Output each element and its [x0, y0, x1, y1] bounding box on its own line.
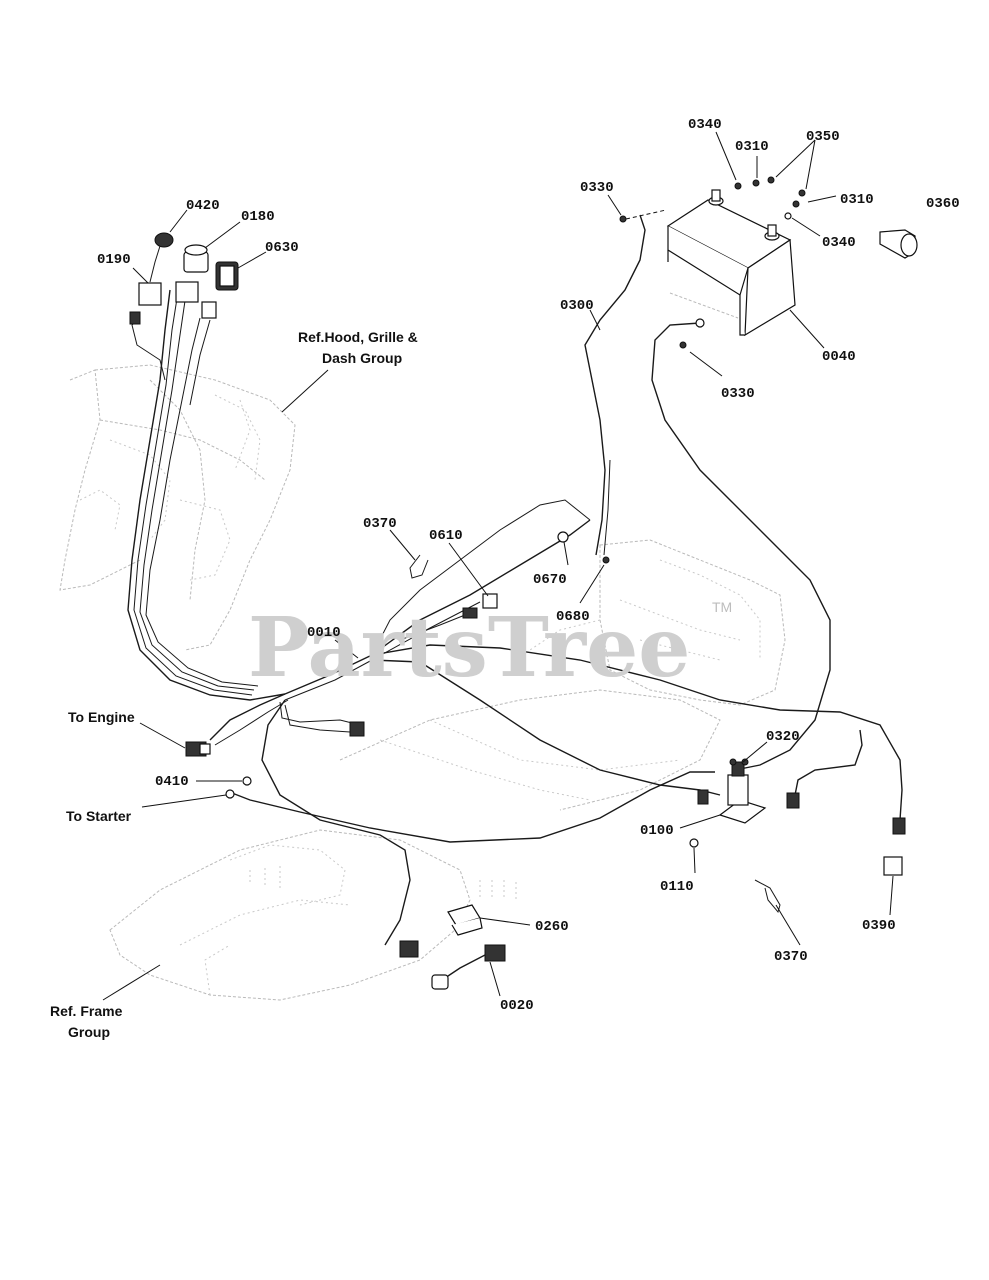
terminal-boot-0360 — [879, 229, 918, 259]
part-label-0420: 0420 — [186, 198, 220, 214]
part-label-0370-right: 0370 — [774, 949, 808, 965]
part-label-0670: 0670 — [533, 572, 567, 588]
part-label-0310-top: 0310 — [735, 139, 769, 155]
part-labels: 0340 0310 0350 0330 0310 0360 0340 0420 … — [97, 117, 960, 1014]
ref-dash-group-outline — [59, 364, 296, 651]
part-label-0370-left: 0370 — [363, 516, 397, 532]
battery-hardware — [619, 176, 806, 349]
part-label-0340-right: 0340 — [822, 235, 856, 251]
part-label-0320: 0320 — [766, 729, 800, 745]
part-label-0330-top: 0330 — [580, 180, 614, 196]
to-engine-label: To Engine — [68, 709, 135, 725]
battery-0040 — [666, 189, 796, 337]
ref-hood-label-line2: Dash Group — [322, 350, 402, 366]
dash-components — [129, 232, 239, 381]
ref-frame-label-line2: Group — [68, 1024, 110, 1040]
part-label-0610: 0610 — [429, 528, 463, 544]
ref-engine-outline — [529, 539, 786, 706]
part-label-0340-top: 0340 — [688, 117, 722, 133]
ref-frame-label-line1: Ref. Frame — [50, 1003, 123, 1019]
connectors — [185, 531, 906, 990]
ref-frame-group-outline — [109, 689, 721, 1001]
leader-lines — [102, 131, 894, 1001]
part-label-0630: 0630 — [265, 240, 299, 256]
part-label-0410: 0410 — [155, 774, 189, 790]
part-label-0040: 0040 — [822, 349, 856, 365]
part-label-0020: 0020 — [500, 998, 534, 1014]
part-label-0330-mid: 0330 — [721, 386, 755, 402]
watermark-text: PartsTree — [248, 600, 690, 696]
part-label-0390: 0390 — [862, 918, 896, 934]
wiring-harness-0010 — [127, 214, 903, 946]
part-label-0110: 0110 — [660, 879, 694, 895]
part-label-0300: 0300 — [560, 298, 594, 314]
part-label-0310-right: 0310 — [840, 192, 874, 208]
part-label-0100: 0100 — [640, 823, 674, 839]
part-label-0260: 0260 — [535, 919, 569, 935]
to-starter-label: To Starter — [66, 808, 132, 824]
part-label-0180: 0180 — [241, 209, 275, 225]
ref-hood-label-line1: Ref.Hood, Grille & — [298, 329, 418, 345]
part-label-0190: 0190 — [97, 252, 131, 268]
part-label-0360: 0360 — [926, 196, 960, 212]
part-label-0010: 0010 — [307, 625, 341, 641]
watermark-trademark: TM — [712, 599, 732, 615]
reference-labels: Ref.Hood, Grille & Dash Group To Engine … — [50, 329, 418, 1040]
part-label-0680: 0680 — [556, 609, 590, 625]
part-label-0350: 0350 — [806, 129, 840, 145]
